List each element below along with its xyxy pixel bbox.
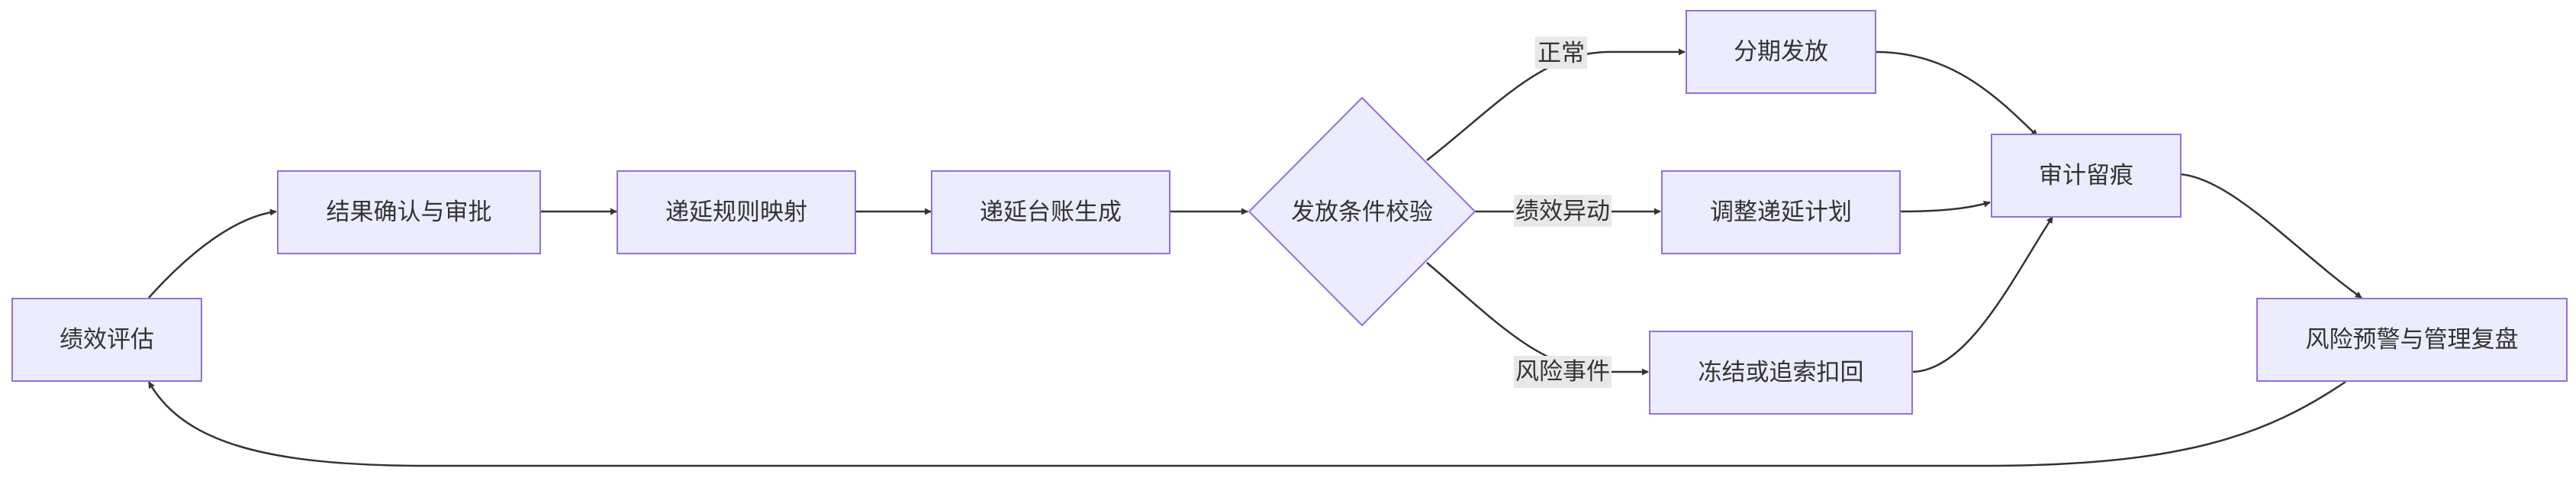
node-box: [1991, 134, 2182, 218]
node-label: 递延台账生成: [980, 199, 1122, 226]
node-audit-trail[interactable]: 审计留痕: [1991, 134, 2182, 218]
node-box: [2256, 298, 2568, 382]
edge-label-bg: [1514, 356, 1612, 388]
node-label: 结果确认与审批: [327, 199, 492, 226]
node-label: 审计留痕: [2039, 162, 2133, 189]
node-label: 调整递延计划: [1710, 199, 1852, 226]
edge-freeze-to-audit: [1911, 216, 2054, 373]
edge-label-normal: 正常: [1535, 37, 1587, 69]
node-risk-alert-review[interactable]: 风险预警与管理复盘: [2256, 298, 2568, 382]
edge-label-text: 绩效异动: [1515, 198, 1610, 225]
node-box: [1661, 170, 1901, 254]
node-box: [277, 170, 541, 254]
edges: [147, 48, 2362, 467]
node-label: 风险预警与管理复盘: [2306, 326, 2519, 354]
nodes: 绩效评估 结果确认与审批 递延规则映射 递延台账生成 发放条件校验 分期发放 调…: [11, 10, 2568, 415]
edge-installment-to-audit: [1875, 50, 2038, 137]
edge-label-risk-event: 风险事件: [1514, 356, 1612, 388]
edge-audit-to-review: [2175, 173, 2362, 299]
edge-labels: 正常 绩效异动 风险事件: [1514, 37, 1612, 388]
node-box: [931, 170, 1170, 254]
edge-review-to-perf-eval: [147, 380, 2346, 467]
node-freeze-or-clawback[interactable]: 冻结或追索扣回: [1649, 331, 1913, 415]
decision-diamond: [1248, 96, 1476, 327]
node-result-confirmation[interactable]: 结果确认与审批: [277, 170, 541, 254]
node-performance-evaluation[interactable]: 绩效评估: [11, 298, 202, 382]
edge-label-bg: [1514, 195, 1612, 227]
edge-label-text: 正常: [1538, 40, 1585, 67]
node-box: [617, 170, 856, 254]
node-label: 发放条件校验: [1291, 199, 1433, 226]
node-box: [1686, 10, 1876, 94]
edge-adjust-to-audit: [1899, 200, 1991, 213]
node-adjust-deferral-plan[interactable]: 调整递延计划: [1661, 170, 1901, 254]
edge-label-bg: [1535, 37, 1587, 69]
edge-label-text: 风险事件: [1515, 358, 1610, 386]
node-box: [1649, 331, 1913, 415]
node-deferral-rule-mapping[interactable]: 递延规则映射: [617, 170, 856, 254]
edge-perf-eval-to-confirm: [148, 208, 277, 299]
node-label: 分期发放: [1734, 38, 1828, 66]
node-payout-condition-check[interactable]: 发放条件校验: [1248, 96, 1476, 327]
node-label: 冻结或追索扣回: [1699, 359, 1864, 386]
edge-label-performance-change: 绩效异动: [1514, 195, 1612, 227]
node-installment-payout[interactable]: 分期发放: [1686, 10, 1876, 94]
edge-check-to-freeze: [1426, 262, 1649, 376]
edge-check-to-installment: [1426, 48, 1686, 161]
node-box: [11, 298, 202, 382]
node-label: 绩效评估: [60, 326, 154, 354]
node-label: 递延规则映射: [665, 199, 807, 226]
node-deferral-ledger[interactable]: 递延台账生成: [931, 170, 1170, 254]
